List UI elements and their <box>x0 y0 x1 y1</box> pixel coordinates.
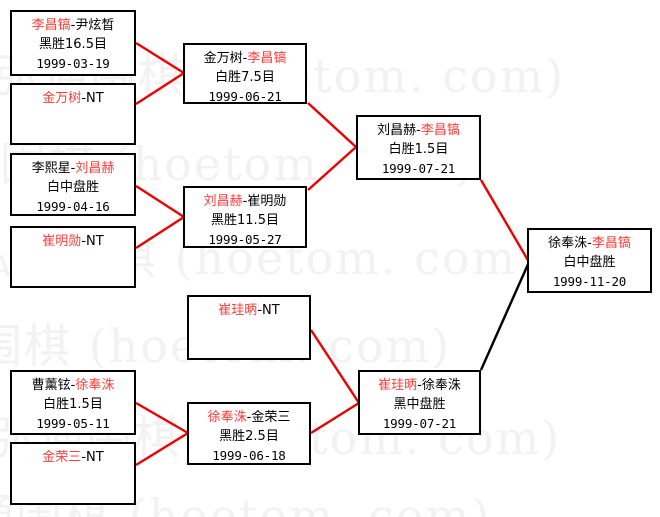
match-box[interactable]: 李昌镐-尹炫晳 黑胜16.5目 1999-03-19 <box>10 10 136 76</box>
match-date: 1999-05-27 <box>208 232 282 247</box>
match-date: 1999-11-20 <box>552 274 627 289</box>
player-left: 金万树 <box>42 91 82 106</box>
connector-r2m2-r3m1 <box>307 146 357 191</box>
player-right: 李昌镐 <box>420 123 460 138</box>
match-players: 徐奉洙-金荣三 <box>207 410 291 425</box>
match-players: 刘昌赫-李昌镐 <box>377 123 460 138</box>
match-result: 白中盘胜 <box>563 255 616 270</box>
match-players: 徐奉洙-李昌镐 <box>548 236 631 251</box>
match-box[interactable]: 徐奉洙-金荣三 黑胜2.5目 1999-06-18 <box>187 402 311 465</box>
player-right: 徐奉洙 <box>75 378 115 393</box>
match-date: 1999-06-18 <box>212 448 286 463</box>
match-result: 黑胜2.5目 <box>219 429 279 444</box>
connector-r2m3-r3m2 <box>310 401 360 435</box>
connector-r1m3-r2m2 <box>135 184 185 219</box>
player-left: 李熙星 <box>31 161 71 176</box>
final-match-box[interactable]: 徐奉洙-李昌镐 白中盘胜 1999-11-20 <box>527 228 652 293</box>
match-players: 金万树-李昌镐 <box>203 51 287 66</box>
connector-r3m2-final <box>479 261 531 371</box>
connector-r1m7-r2m3 <box>135 431 189 467</box>
player-left: 徐奉洙 <box>207 410 247 425</box>
connector-r1m1-r2m1 <box>135 41 185 75</box>
player-right: 金荣三 <box>251 410 291 425</box>
match-box[interactable]: 崔珪昞-NT <box>187 295 311 360</box>
connector-r3m1-final <box>479 179 531 263</box>
connector-r2m1-r3m1 <box>307 102 357 148</box>
match-box[interactable]: 刘昌赫-李昌镐 白胜1.5目 1999-07-21 <box>356 115 481 180</box>
match-result: 白胜7.5目 <box>215 70 275 85</box>
match-date: 1999-06-21 <box>208 89 282 104</box>
player-right: 刘昌赫 <box>75 161 115 176</box>
player-left: 刘昌赫 <box>377 123 417 138</box>
player-right: NT <box>86 450 104 465</box>
match-box[interactable]: 金荣三-NT <box>10 442 136 505</box>
connector-r1m6-r2m3 <box>135 401 189 435</box>
match-players: 崔珪昞-NT <box>218 303 280 318</box>
player-right: 李昌镐 <box>247 51 287 66</box>
match-box[interactable]: 曹薰铉-徐奉洙 白胜1.5目 1999-05-11 <box>10 370 136 435</box>
player-left: 李昌镐 <box>31 18 71 33</box>
match-box[interactable]: 刘昌赫-崔明勋 黑胜11.5目 1999-05-27 <box>183 186 307 248</box>
match-players: 金荣三-NT <box>42 450 104 465</box>
match-result: 白中盘胜 <box>46 180 99 195</box>
match-players: 崔明勋-NT <box>42 234 104 249</box>
player-left: 刘昌赫 <box>203 194 243 209</box>
match-date: 1999-03-19 <box>36 56 110 71</box>
match-date: 1999-07-21 <box>382 416 457 431</box>
player-right: NT <box>86 91 104 106</box>
match-result: 白胜1.5目 <box>388 142 449 157</box>
match-players: 李昌镐-尹炫晳 <box>31 18 115 33</box>
player-left: 金万树 <box>203 51 243 66</box>
match-box[interactable]: 金万树-NT <box>10 83 136 145</box>
match-players: 李熙星-刘昌赫 <box>31 161 115 176</box>
match-players: 曹薰铉-徐奉洙 <box>31 378 115 393</box>
connector-r1m4-r2m2 <box>135 215 185 250</box>
match-box[interactable]: 崔明勋-NT <box>10 226 136 288</box>
player-left: 金荣三 <box>42 450 82 465</box>
match-result: 黑胜11.5目 <box>211 213 279 228</box>
match-box[interactable]: 崔珪昞-徐奉洙 黑中盘胜 1999-07-21 <box>358 370 481 435</box>
match-players: 金万树-NT <box>42 91 104 106</box>
connector-r1m2-r2m1 <box>135 71 185 106</box>
match-result: 白胜1.5目 <box>43 397 103 412</box>
player-right: 崔明勋 <box>247 194 287 209</box>
match-players: 刘昌赫-崔明勋 <box>203 194 287 209</box>
player-left: 曹薰铉 <box>31 378 71 393</box>
match-date: 1999-07-21 <box>381 161 456 176</box>
match-box[interactable]: 金万树-李昌镐 白胜7.5目 1999-06-21 <box>183 43 307 104</box>
player-right: NT <box>86 234 104 249</box>
player-left: 崔明勋 <box>42 234 82 249</box>
match-date: 1999-04-16 <box>36 199 110 214</box>
match-players: 崔珪昞-徐奉洙 <box>378 378 461 393</box>
player-right: 尹炫晳 <box>75 18 115 33</box>
match-result: 黑胜16.5目 <box>39 37 107 52</box>
player-left: 徐奉洙 <box>548 236 588 251</box>
match-box[interactable]: 李熙星-刘昌赫 白中盘胜 1999-04-16 <box>10 153 136 216</box>
player-right: NT <box>262 303 280 318</box>
player-right: 徐奉洙 <box>421 378 461 393</box>
connector-r1m5-r3m2 <box>309 329 361 404</box>
match-date: 1999-05-11 <box>36 416 110 431</box>
player-right: 李昌镐 <box>591 236 631 251</box>
player-left: 崔珪昞 <box>218 303 258 318</box>
match-result: 黑中盘胜 <box>393 397 446 412</box>
player-left: 崔珪昞 <box>378 378 418 393</box>
